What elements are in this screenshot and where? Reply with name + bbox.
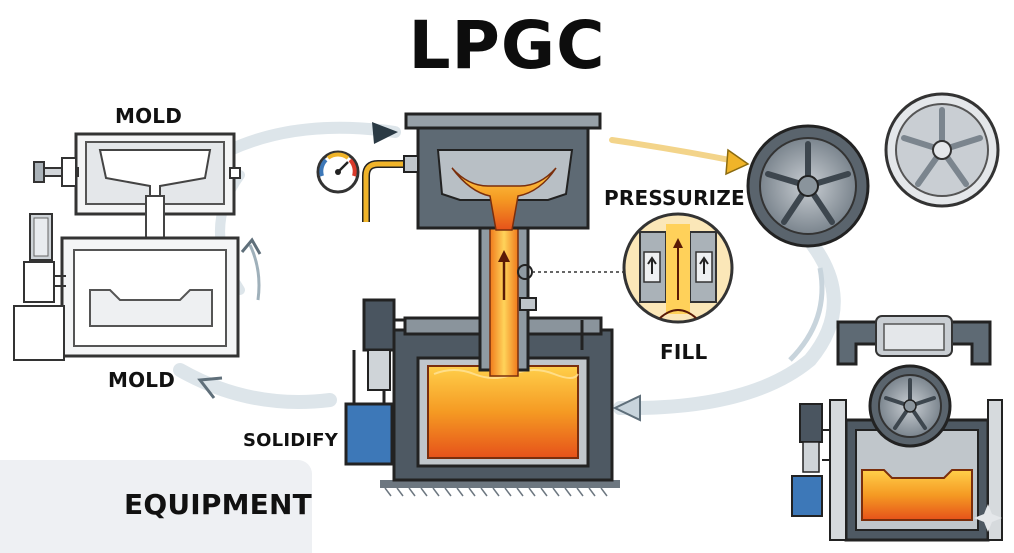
center-lpgc-machine <box>344 112 630 497</box>
equipment-label: EQUIPMENT <box>124 488 312 521</box>
right-lower-machine <box>791 315 1003 542</box>
equipment-panel <box>0 460 312 553</box>
page-title: LPGC <box>408 7 606 84</box>
pressure-gauge-icon <box>316 150 360 194</box>
mold-label-bottom: MOLD <box>108 368 176 392</box>
pressurize-label: PRESSURIZE <box>604 186 745 210</box>
pressure-detail-zoom <box>622 212 734 324</box>
fill-label: FILL <box>660 340 708 364</box>
mold-label-top: MOLD <box>115 104 183 128</box>
wheel-icon <box>746 124 870 248</box>
wheel-icon <box>884 92 1000 208</box>
left-mold-machine <box>13 132 241 361</box>
solidify-label: SOLIDIFY <box>243 430 339 451</box>
